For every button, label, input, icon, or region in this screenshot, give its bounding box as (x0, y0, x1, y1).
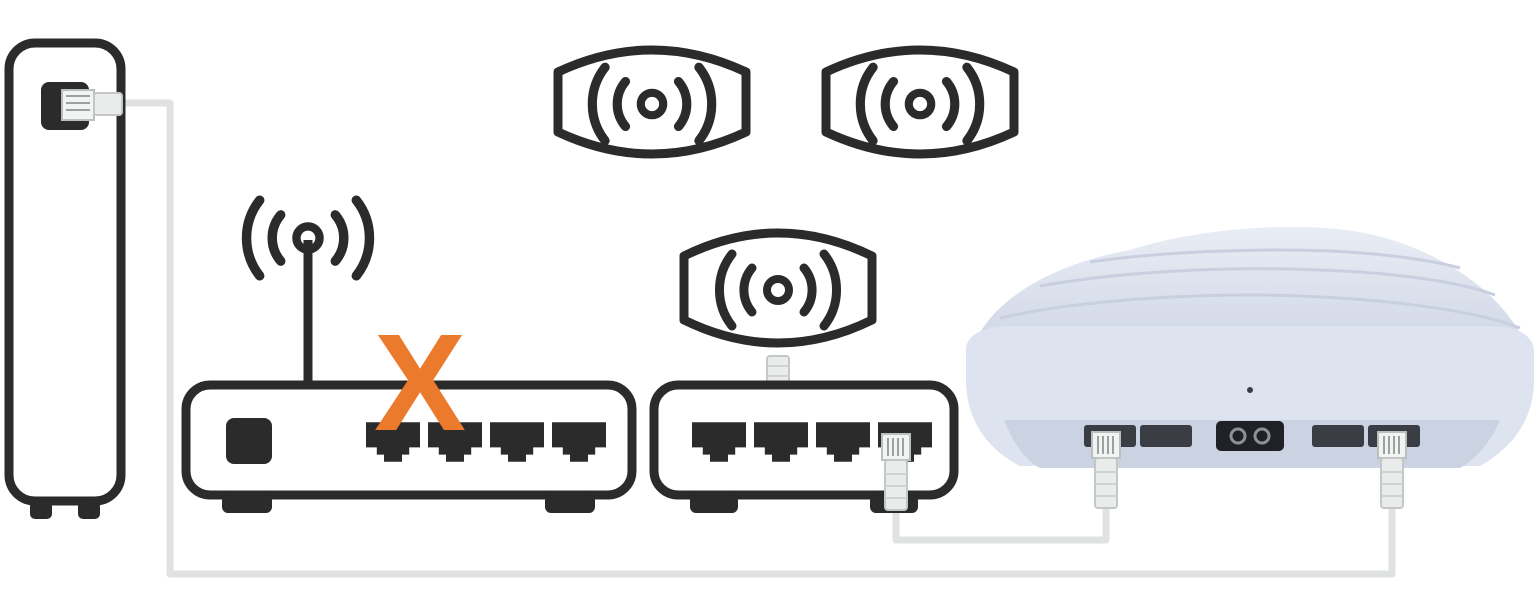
access-point-left (553, 45, 751, 159)
network-switch-icon (649, 380, 959, 513)
cables (118, 99, 1396, 578)
ethernet-plug-icon (61, 89, 123, 121)
ethernet-plug-icon (1091, 431, 1121, 509)
disabled-marker: X (374, 306, 466, 460)
ethernet-plug-icon (1377, 431, 1407, 509)
ethernet-plug-icon (881, 433, 911, 511)
cable-switch-to-mesh (892, 495, 1110, 544)
router-power-button (226, 418, 272, 464)
modem-icon (4, 38, 126, 519)
mesh-node-device (966, 226, 1534, 509)
mesh-status-led (1247, 387, 1253, 393)
access-point-right (821, 45, 1019, 159)
cable-modem-to-mesh (118, 99, 1396, 578)
router-icon: X (181, 200, 637, 513)
mesh-power-jack (1216, 421, 1284, 451)
mesh-ports (1084, 421, 1420, 451)
